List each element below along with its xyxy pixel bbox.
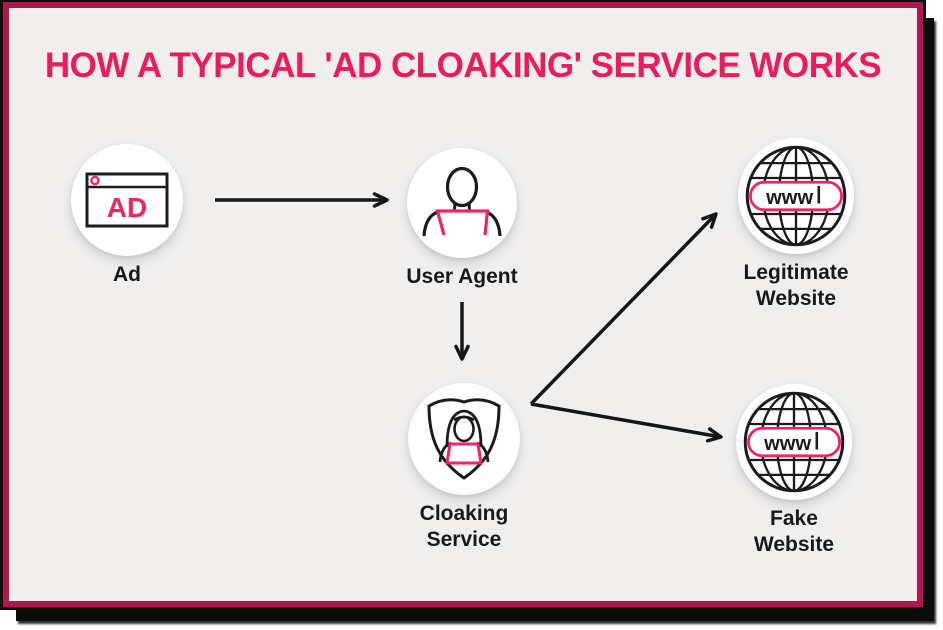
node-ad-label: Ad bbox=[113, 263, 141, 286]
arrow-cloaking-service-to-legitimate-website bbox=[529, 212, 718, 406]
ad-browser-window-icon: AD bbox=[85, 172, 169, 228]
infographic-card: HOW A TYPICAL 'AD CLOAKING' SERVICE WORK… bbox=[3, 2, 923, 607]
node-legitimate-website-label: Legitimate Website bbox=[743, 261, 849, 310]
node-ad-circle: AD bbox=[71, 144, 183, 256]
ad-icon-text: AD bbox=[107, 192, 147, 223]
node-user-agent: User Agent bbox=[382, 148, 542, 290]
node-fake-website: www Fake Website bbox=[714, 384, 874, 558]
arrow-cloaking-service-to-fake-website bbox=[530, 402, 723, 443]
diagram-stage: HOW A TYPICAL 'AD CLOAKING' SERVICE WORK… bbox=[9, 8, 917, 601]
node-fake-website-circle: www bbox=[736, 384, 852, 500]
globe-www-icon: www bbox=[745, 145, 847, 247]
node-cloaking-service-label: Cloaking Service bbox=[419, 502, 509, 551]
hooded-hacker-shield-icon bbox=[427, 398, 501, 480]
page-title: HOW A TYPICAL 'AD CLOAKING' SERVICE WORK… bbox=[44, 46, 882, 85]
globe-www-icon: www bbox=[743, 391, 845, 493]
www-icon-text: www bbox=[765, 187, 813, 209]
node-ad: AD Ad bbox=[47, 144, 207, 288]
www-icon-text: www bbox=[763, 433, 811, 455]
node-fake-website-label: Fake Website bbox=[753, 507, 835, 556]
person-at-laptop-icon bbox=[422, 166, 502, 237]
node-cloaking-service-circle bbox=[408, 383, 520, 495]
node-legitimate-website: www Legitimate Website bbox=[716, 138, 876, 312]
node-user-agent-label: User Agent bbox=[406, 265, 518, 288]
node-cloaking-service: Cloaking Service bbox=[384, 383, 544, 553]
node-legitimate-website-circle: www bbox=[738, 138, 854, 254]
node-user-agent-circle bbox=[407, 148, 517, 258]
